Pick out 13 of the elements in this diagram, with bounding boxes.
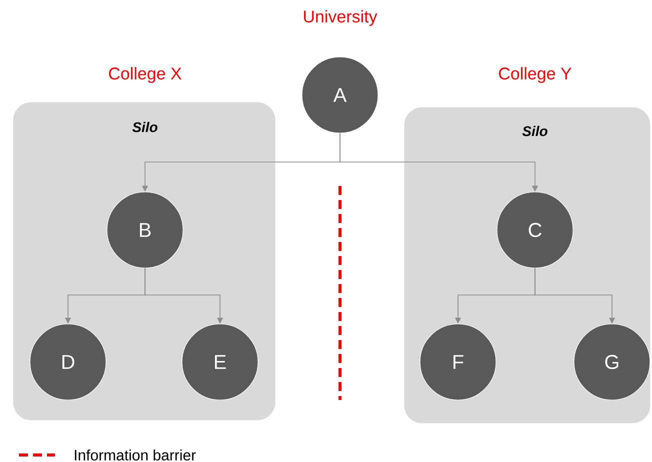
- panel-label: Silo: [522, 126, 548, 136]
- panel-heading: College Y: [499, 67, 572, 83]
- panel-label: Silo: [132, 122, 158, 132]
- legend-label: Information barrier: [74, 449, 196, 460]
- circle-node: F: [420, 324, 496, 400]
- circle-node: D: [30, 324, 106, 400]
- circle-node: C: [496, 192, 574, 268]
- node-caption: University: [304, 10, 378, 26]
- panel-heading: College X: [109, 67, 182, 83]
- circle-node: A: [302, 56, 378, 134]
- circle-node: G: [574, 324, 650, 400]
- circle-node: E: [182, 324, 258, 400]
- circle-node: B: [106, 192, 184, 268]
